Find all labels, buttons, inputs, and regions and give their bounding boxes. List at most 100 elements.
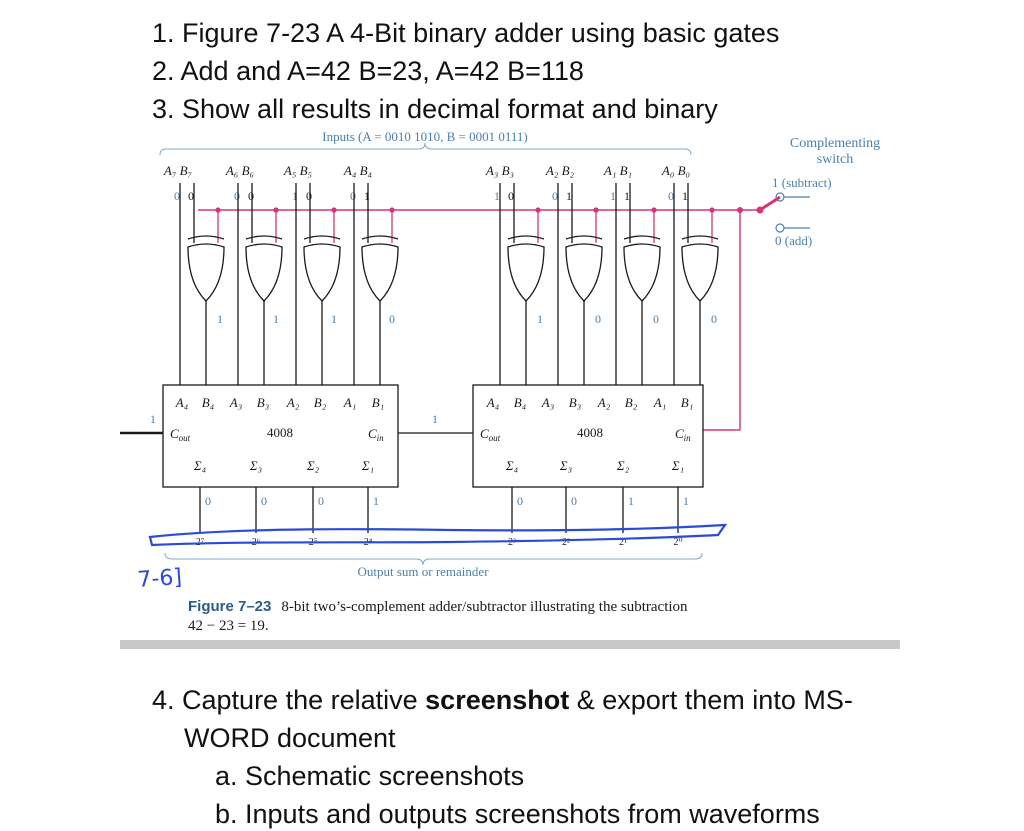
pair-label-a6b6: A₆ B₆ [225, 163, 254, 178]
xor-gate-body [187, 243, 225, 302]
sum-bit-6: 0 [261, 494, 267, 508]
pair-label-a7b7: A₇ B₇ [163, 163, 193, 178]
bit-a7: 0 [174, 189, 180, 203]
bit-a3: 1 [494, 189, 500, 203]
bit-b3: 0 [508, 189, 514, 203]
bit-a5: 1 [292, 189, 298, 203]
xor-gate-arc [565, 235, 603, 240]
chip-left-sigma2: Σ₂ [306, 458, 320, 473]
weight-2-2: 2² [562, 537, 570, 548]
xor-out-2: 0 [595, 312, 601, 326]
xor-gate-arc [681, 235, 719, 240]
sum-bit-5: 0 [318, 494, 324, 508]
inputs-label: Inputs (A = 0010 1010, B = 0001 0111) [322, 129, 527, 144]
pair-label-a4b4: A₄ B₄ [343, 163, 373, 178]
item4-prefix: 4. Capture the relative [152, 685, 426, 715]
item4-suffix: & export them into MS- [569, 685, 853, 715]
control-tap-node [709, 207, 715, 213]
chip-right-name: 4008 [577, 425, 603, 440]
output-label: Output sum or remainder [357, 564, 489, 579]
bit-a6: 0 [234, 189, 240, 203]
bit-b7: 0 [188, 189, 194, 203]
handwritten-note: 7-6] [137, 565, 183, 593]
switch-title-2: switch [817, 152, 854, 167]
xor-gate-arc [303, 235, 341, 240]
inputs-brace [159, 142, 692, 156]
chip-left-pin-a4: A₄ [175, 395, 189, 410]
xor-gate-arc [507, 235, 545, 240]
xor-out-5: 1 [331, 312, 337, 326]
chip-left-pin-b3: B₃ [257, 395, 269, 410]
chip-right-pin-a4: A₄ [486, 395, 500, 410]
xor-gate-array [179, 183, 719, 385]
xor-gate-body [245, 243, 283, 302]
chip-right-sigma3: Σ₃ [559, 458, 572, 473]
xor-out-6: 1 [273, 312, 279, 326]
list-item-4: 4. Capture the relative screenshot & exp… [152, 683, 853, 717]
list-item-3: 3. Show all results in decimal format an… [152, 94, 718, 124]
bit-a4: 0 [350, 189, 356, 203]
chip-right-cin: Cin [675, 426, 691, 443]
control-tap-node [215, 207, 221, 213]
chip-left-pin-a1: A₁ [343, 395, 356, 410]
bit-b0: 1 [682, 189, 688, 203]
chip-left-cout: Cout [170, 426, 191, 443]
bit-a0: 0 [668, 189, 674, 203]
chip-right-pin-b1: B₁ [681, 395, 693, 410]
list-item-1: 1. Figure 7-23 A 4-Bit binary adder usin… [152, 18, 780, 48]
xor-out-3: 1 [537, 312, 543, 326]
bit-b2: 1 [566, 189, 572, 203]
chip-4008-left [162, 384, 399, 488]
carry-mid-bit: 1 [432, 412, 438, 426]
chip-left-pin-a2: A₂ [286, 395, 300, 410]
figure-caption-line2: 42 − 23 = 19. [188, 618, 269, 634]
weight-2-0: 2⁰ [673, 537, 682, 548]
chip-right-pin-a2: A₂ [597, 395, 611, 410]
chip-left-cin: Cin [368, 426, 384, 443]
chip-right-cout: Cout [480, 426, 501, 443]
sum-bit-0: 1 [683, 494, 689, 508]
xor-gate-body [681, 243, 719, 302]
chip-right-pin-a3: A₃ [541, 395, 554, 410]
control-tap-node [331, 207, 337, 213]
list-item-2: 2. Add and A=42 B=23, A=42 B=118 [152, 56, 584, 86]
bit-b1: 1 [624, 189, 630, 203]
chip-right-pin-b2: B₂ [625, 395, 638, 410]
sum-bit-1: 1 [628, 494, 634, 508]
pair-label-a5b5: A₅ B₅ [283, 163, 312, 178]
sum-bit-7: 0 [205, 494, 211, 508]
pair-label-a0b0: A₀ B₀ [661, 163, 690, 178]
chip-left-name: 4008 [267, 425, 293, 440]
output-brace [164, 552, 703, 566]
chip-left-pin-a3: A₃ [229, 395, 242, 410]
sub-item-b: b. Inputs and outputs screenshots from w… [215, 799, 820, 829]
xor-out-4: 0 [389, 312, 395, 326]
xor-out-1: 0 [653, 312, 659, 326]
pen-underline [148, 523, 728, 547]
control-tap-node [651, 207, 657, 213]
control-tap-node [535, 207, 541, 213]
figure-divider [120, 640, 900, 649]
bit-b5: 0 [306, 189, 312, 203]
adder-subtractor-figure: Inputs (A = 0010 1010, B = 0001 0111) Co… [120, 129, 880, 634]
xor-gate-arc [245, 235, 283, 240]
weight-2-3: 2³ [508, 537, 516, 548]
weight-2-1: 2¹ [619, 537, 627, 548]
chip-left-pin-b1: B₁ [372, 395, 384, 410]
chip-right-sigma4: Σ₄ [505, 458, 519, 473]
xor-gate-body [303, 243, 341, 302]
switch-add-label: 0 (add) [775, 233, 812, 248]
chip-left-sigma3: Σ₃ [249, 458, 262, 473]
chip-4008-right [472, 384, 704, 488]
chip-left-pin-b4: B₄ [202, 395, 215, 410]
chip-right-sigma2: Σ₂ [616, 458, 630, 473]
chip-left-sigma4: Σ₄ [193, 458, 207, 473]
bit-b4: 1 [364, 189, 370, 203]
switch-lever [759, 195, 781, 212]
sum-bit-3: 0 [517, 494, 523, 508]
chip-right-pin-b3: B₃ [569, 395, 581, 410]
sum-bit-4: 1 [373, 494, 379, 508]
chip-right-pin-b4: B₄ [514, 395, 527, 410]
control-tap-node [273, 207, 279, 213]
